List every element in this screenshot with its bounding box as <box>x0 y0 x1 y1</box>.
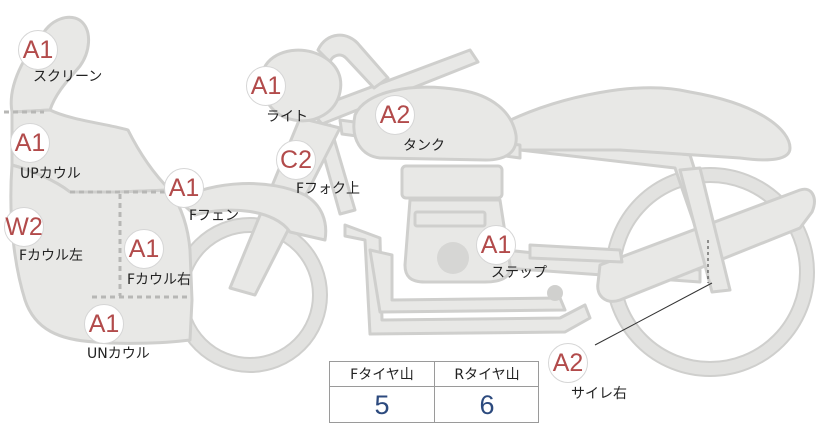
part-label-f-fender: Fフェン <box>189 208 240 224</box>
grade-marker-screen[interactable]: A1 <box>18 30 58 70</box>
rear-tire-value: 6 <box>479 389 495 420</box>
part-label-tank: タンク <box>403 138 445 154</box>
part-label-step: ステップ <box>491 265 547 281</box>
grade-marker-light[interactable]: A1 <box>246 66 286 106</box>
part-label-un-cowl: UNカウル <box>87 346 150 362</box>
front-tire-header: Fタイヤ山 <box>330 362 434 387</box>
grade-marker-silencer-right[interactable]: A2 <box>548 343 588 383</box>
grade-marker-tank[interactable]: A2 <box>375 95 415 135</box>
part-label-f-fork-upper: Fフォク上 <box>296 181 361 197</box>
part-label-screen: スクリーン <box>33 69 103 85</box>
grade-marker-step[interactable]: A1 <box>476 225 516 265</box>
side-cowl <box>9 163 194 345</box>
grade-marker-f-fender[interactable]: A1 <box>164 168 204 208</box>
tire-tread-table: Fタイヤ山 Rタイヤ山 5 6 <box>329 361 539 423</box>
part-label-f-cowl-left: Fカウル左 <box>19 248 84 264</box>
grade-marker-f-fork-upper[interactable]: C2 <box>276 140 316 180</box>
grade-marker-f-cowl-left[interactable]: W2 <box>4 207 44 247</box>
part-label-up-cowl: UPカウル <box>20 166 81 182</box>
grade-marker-up-cowl[interactable]: A1 <box>10 123 50 163</box>
part-label-f-cowl-right: Fカウル右 <box>127 272 192 288</box>
front-fender <box>176 182 328 242</box>
grade-marker-f-cowl-right[interactable]: A1 <box>124 229 164 269</box>
rear-tire-header: Rタイヤ山 <box>435 362 539 387</box>
grade-marker-un-cowl[interactable]: A1 <box>84 304 124 344</box>
headlight <box>260 48 343 123</box>
footrest <box>528 243 624 264</box>
seat <box>498 86 792 162</box>
part-label-light: ライト <box>266 109 308 125</box>
part-label-silencer-right: サイレ右 <box>571 386 627 402</box>
front-tire-value: 5 <box>374 389 390 420</box>
table-divider <box>434 362 435 422</box>
engine-head <box>400 164 504 200</box>
